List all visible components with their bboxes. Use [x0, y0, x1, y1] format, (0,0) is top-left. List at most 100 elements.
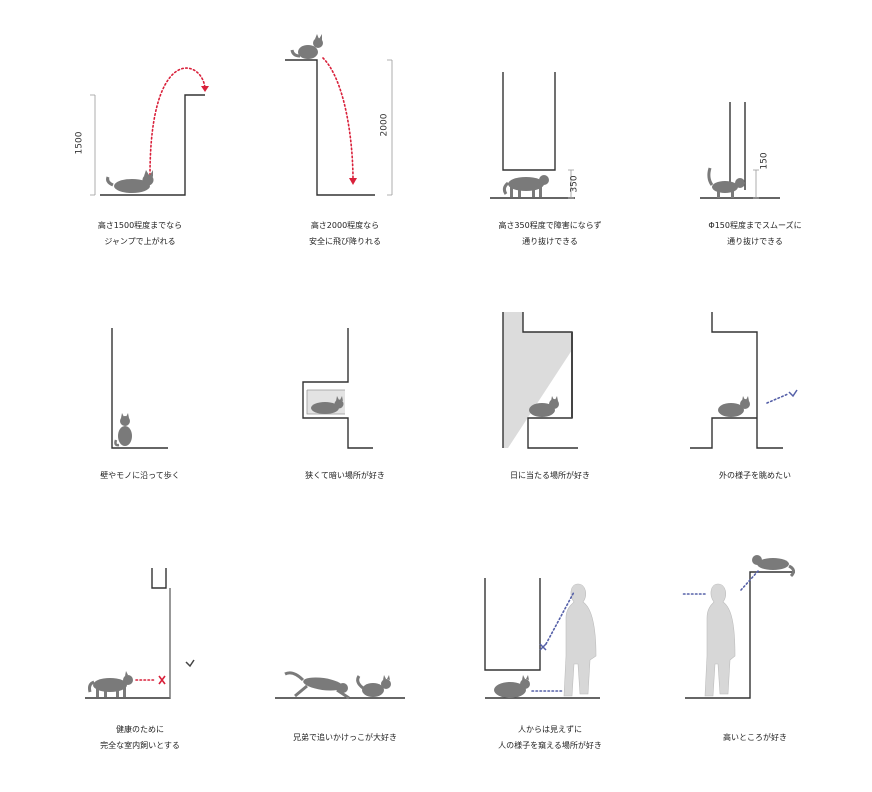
caption-line: 高さ350程度で障害にならず	[498, 221, 602, 230]
jump-down-diagram	[285, 34, 393, 196]
caption-1: 高さ1500程度までなら ジャンプで上がれる	[40, 218, 240, 250]
dimension-line	[387, 59, 393, 196]
caption-line: 安全に飛び降りれる	[309, 237, 381, 246]
look-outside-diagram	[690, 312, 798, 449]
caption-11: 人からは見えずに 人の様子を窺える場所が好き	[450, 722, 650, 754]
cat-pouncing-icon	[356, 675, 391, 697]
step-shelf	[690, 417, 757, 449]
nook-outline	[302, 328, 373, 449]
dark-nook-diagram	[302, 328, 373, 449]
sunny-spot-diagram	[502, 312, 578, 449]
nook-inner	[306, 389, 345, 415]
caption-line: 高さ2000程度なら	[310, 221, 380, 230]
butterfly-icon	[185, 659, 195, 668]
cat-crouching-icon	[106, 170, 154, 193]
caption-line: 外の様子を眺めたい	[719, 471, 791, 480]
cat-sunbathing-icon	[529, 396, 559, 417]
wall-shelf	[685, 571, 795, 699]
dimension-350: 350	[569, 175, 580, 193]
caption-12: 高いところが好き	[655, 730, 855, 746]
cross-icon	[158, 675, 166, 685]
caption-2: 高さ2000程度なら 安全に飛び降りれる	[245, 218, 445, 250]
caption-line: 通り抜けできる	[522, 237, 578, 246]
panel-look-outside: 外の様子を眺めたい	[655, 300, 855, 500]
panel-jump-down: 2000 高さ2000程度なら 安全に飛び降りれる	[245, 20, 445, 260]
panel-along-wall: 壁やモノに沿って歩く	[40, 300, 240, 500]
dimension-1500: 1500	[74, 131, 85, 155]
arrow-head-icon	[201, 86, 209, 92]
caption-4: Φ150程度までスムーズに 通り抜けできる	[655, 218, 855, 250]
caption-line: ジャンプで上がれる	[104, 237, 176, 246]
step-wall	[100, 94, 205, 196]
cat-sitting-top-icon	[290, 34, 323, 59]
panel-pass-under: 350 高さ350程度で障害にならず 通り抜けできる	[450, 20, 650, 260]
narrow-gap-diagram	[700, 102, 780, 199]
cat-squeezing-icon	[707, 167, 745, 198]
panel-high-place: 高いところが好き	[655, 555, 855, 760]
caption-line: 高さ1500程度までなら	[97, 221, 183, 230]
caption-line: 健康のために	[116, 725, 164, 734]
cat-running-icon	[284, 671, 350, 700]
cat-resting-icon	[311, 396, 344, 414]
caption-line: Φ150程度までスムーズに	[708, 221, 802, 230]
gaze-arrow	[766, 393, 789, 404]
cross-icon	[539, 643, 547, 651]
dimension-line	[753, 169, 759, 199]
upper-window	[151, 568, 167, 589]
indoor-diagram	[85, 568, 195, 699]
caption-3: 高さ350程度で障害にならず 通り抜けできる	[450, 218, 650, 250]
wall-corner	[111, 328, 168, 449]
caption-9: 健康のために 完全な室内飼いとする	[40, 722, 240, 754]
post-lines	[729, 102, 746, 190]
gaze-arrow	[545, 591, 575, 645]
sunlight-wedge	[503, 312, 572, 448]
cat-hiding-icon	[494, 675, 530, 698]
gaze-arrow	[740, 569, 760, 591]
caption-line: 壁やモノに沿って歩く	[100, 471, 180, 480]
pass-under-diagram	[490, 72, 575, 199]
panel-hidden-watch: 人からは見えずに 人の様子を窺える場所が好き	[450, 560, 650, 760]
cabinet-outline	[484, 578, 541, 671]
jump-arrow	[322, 57, 354, 181]
caption-line: 通り抜けできる	[727, 237, 783, 246]
window-wall	[711, 312, 783, 449]
panel-dark-nook: 狭くて暗い場所が好き	[245, 300, 445, 500]
caption-line: 日に当たる場所が好き	[510, 471, 590, 480]
arrow-head-icon	[349, 178, 357, 185]
bird-icon	[788, 389, 798, 398]
cat-walking-icon	[502, 175, 549, 197]
dimension-line	[90, 94, 96, 196]
cat-sitting-back-icon	[114, 413, 132, 447]
cat-watching-icon	[718, 396, 750, 417]
panel-sunny-spot: 日に当たる場所が好き	[450, 300, 650, 500]
caption-5: 壁やモノに沿って歩く	[40, 468, 240, 484]
caption-line: 狭くて暗い場所が好き	[305, 471, 385, 480]
caption-8: 外の様子を眺めたい	[655, 468, 855, 484]
caption-10: 兄弟で追いかけっこが大好き	[245, 730, 445, 746]
step-wall	[285, 59, 375, 196]
caption-line: 兄弟で追いかけっこが大好き	[293, 733, 397, 742]
jump-arrow	[149, 67, 206, 176]
caption-6: 狭くて暗い場所が好き	[245, 468, 445, 484]
dimension-2000: 2000	[379, 113, 390, 137]
along-wall-diagram	[111, 328, 168, 449]
cat-lying-high-icon	[752, 555, 796, 578]
caption-line: 人からは見えずに	[518, 725, 582, 734]
caption-line: 高いところが好き	[723, 733, 787, 742]
chase-diagram	[275, 671, 405, 700]
high-place-diagram	[682, 555, 796, 699]
panel-chase: 兄弟で追いかけっこが大好き	[245, 560, 445, 760]
person-silhouette	[563, 583, 597, 697]
dimension-150: 150	[759, 152, 770, 170]
caption-7: 日に当たる場所が好き	[450, 468, 650, 484]
person-silhouette	[704, 583, 736, 697]
caption-line: 完全な室内飼いとする	[100, 741, 180, 750]
panel-indoor: 健康のために 完全な室内飼いとする	[40, 560, 240, 760]
hidden-watch-diagram	[484, 578, 600, 699]
jump-up-diagram	[90, 67, 209, 196]
dimension-line	[568, 169, 574, 199]
cat-walking-icon	[88, 671, 133, 697]
hanging-wall	[502, 72, 556, 171]
panel-jump-up: 1500 高さ1500程度までなら ジャンプで上がれる	[40, 20, 240, 260]
panel-narrow-gap: 150 Φ150程度までスムーズに 通り抜けできる	[655, 20, 855, 260]
